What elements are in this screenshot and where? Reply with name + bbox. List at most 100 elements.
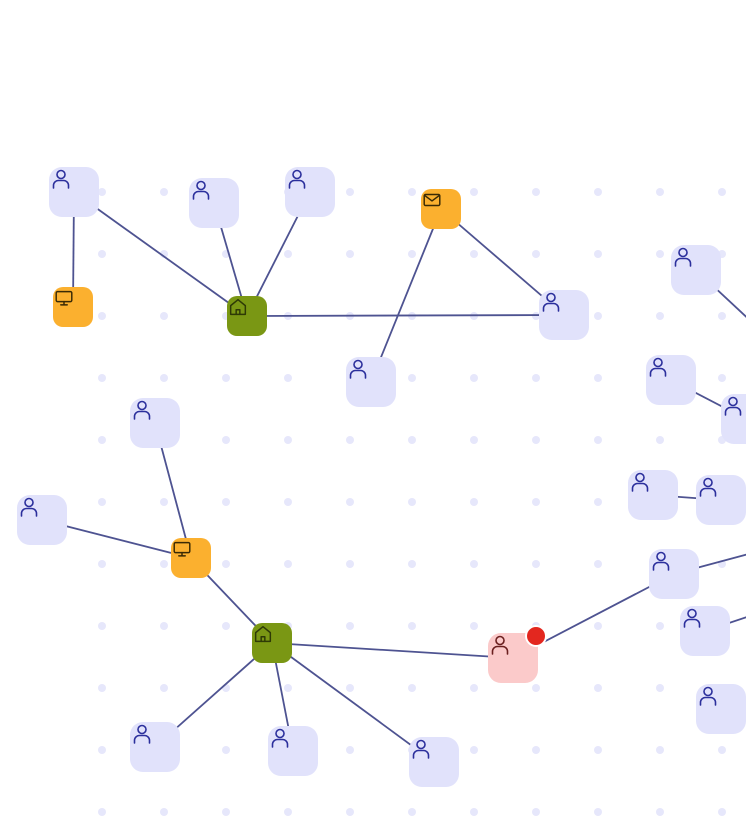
user-node-u7[interactable] bbox=[646, 355, 696, 405]
grid-dot bbox=[160, 684, 168, 692]
edge-h1-u5 bbox=[246, 314, 565, 317]
grid-dot bbox=[222, 374, 230, 382]
grid-dot bbox=[346, 436, 354, 444]
grid-dot bbox=[222, 560, 230, 568]
grid-dot bbox=[656, 684, 664, 692]
grid-dot bbox=[346, 498, 354, 506]
grid-dot bbox=[532, 312, 540, 320]
grid-dot bbox=[160, 374, 168, 382]
grid-dot bbox=[532, 684, 540, 692]
grid-dot bbox=[594, 498, 602, 506]
user-node-u1[interactable] bbox=[49, 167, 99, 217]
grid-dot bbox=[160, 312, 168, 320]
person-icon bbox=[674, 247, 692, 267]
person-icon bbox=[133, 400, 151, 420]
grid-dot bbox=[532, 808, 540, 816]
grid-dot bbox=[346, 560, 354, 568]
user-node-u4[interactable] bbox=[346, 357, 396, 407]
person-icon bbox=[631, 472, 649, 492]
grid-dot bbox=[284, 560, 292, 568]
grid-dot bbox=[594, 188, 602, 196]
grid-dot bbox=[98, 684, 106, 692]
grid-dot bbox=[284, 498, 292, 506]
grid-dot bbox=[594, 684, 602, 692]
user-node-u14[interactable] bbox=[130, 722, 180, 772]
grid-dot bbox=[98, 622, 106, 630]
user-node-u6[interactable] bbox=[671, 245, 721, 295]
grid-dot bbox=[718, 808, 726, 816]
grid-dot bbox=[408, 250, 416, 258]
grid-dot bbox=[98, 374, 106, 382]
user-node-u8[interactable] bbox=[721, 394, 746, 444]
grid-dot bbox=[98, 436, 106, 444]
grid-dot bbox=[594, 250, 602, 258]
grid-dot bbox=[222, 498, 230, 506]
grid-dot bbox=[532, 498, 540, 506]
grid-dot bbox=[98, 746, 106, 754]
user-node-u10[interactable] bbox=[696, 475, 746, 525]
home-hub-node-h1[interactable] bbox=[227, 296, 267, 336]
person-icon bbox=[649, 357, 667, 377]
grid-dot bbox=[470, 560, 478, 568]
grid-dot bbox=[98, 560, 106, 568]
user-node-u15[interactable] bbox=[268, 726, 318, 776]
person-icon bbox=[349, 359, 367, 379]
person-icon bbox=[288, 169, 306, 189]
user-node-u18[interactable] bbox=[696, 684, 746, 734]
person-icon bbox=[683, 608, 701, 628]
home-icon bbox=[229, 298, 247, 316]
home-icon bbox=[254, 625, 272, 643]
mail-icon bbox=[423, 193, 441, 207]
grid-dot bbox=[160, 560, 168, 568]
user-node-u16[interactable] bbox=[409, 737, 459, 787]
grid-dot bbox=[470, 374, 478, 382]
grid-dot bbox=[718, 312, 726, 320]
grid-dot bbox=[718, 746, 726, 754]
edge-u1-h1 bbox=[73, 191, 248, 317]
grid-dot bbox=[656, 312, 664, 320]
grid-dot bbox=[532, 250, 540, 258]
user-node-u13[interactable] bbox=[649, 549, 699, 599]
grid-dot bbox=[470, 622, 478, 630]
grid-dot bbox=[656, 808, 664, 816]
grid-dot bbox=[408, 436, 416, 444]
monitor-icon bbox=[173, 541, 191, 557]
user-node-u2[interactable] bbox=[189, 178, 239, 228]
grid-dot bbox=[160, 188, 168, 196]
computer-node-m2[interactable] bbox=[171, 538, 211, 578]
person-icon bbox=[20, 497, 38, 517]
grid-dot bbox=[470, 684, 478, 692]
user-node-u11[interactable] bbox=[130, 398, 180, 448]
user-node-u12[interactable] bbox=[17, 495, 67, 545]
grid-dot bbox=[656, 188, 664, 196]
grid-dot bbox=[284, 808, 292, 816]
user-node-u9[interactable] bbox=[628, 470, 678, 520]
grid-dot bbox=[470, 808, 478, 816]
home-hub-node-h2[interactable] bbox=[252, 623, 292, 663]
user-node-u3[interactable] bbox=[285, 167, 335, 217]
person-icon bbox=[724, 396, 742, 416]
user-node-u5[interactable] bbox=[539, 290, 589, 340]
grid-dot bbox=[656, 746, 664, 754]
grid-dot bbox=[408, 498, 416, 506]
grid-dot bbox=[98, 250, 106, 258]
person-icon bbox=[542, 292, 560, 312]
grid-dot bbox=[470, 498, 478, 506]
person-icon bbox=[699, 477, 717, 497]
grid-dot bbox=[594, 312, 602, 320]
computer-node-m1[interactable] bbox=[53, 287, 93, 327]
mail-node-e1[interactable] bbox=[421, 189, 461, 229]
grid-dot bbox=[594, 374, 602, 382]
grid-dot bbox=[346, 684, 354, 692]
grid-dot bbox=[532, 560, 540, 568]
person-icon bbox=[491, 635, 509, 655]
user-node-u17[interactable] bbox=[680, 606, 730, 656]
grid-dot bbox=[160, 808, 168, 816]
grid-dot bbox=[408, 622, 416, 630]
grid-dot bbox=[408, 374, 416, 382]
monitor-icon bbox=[55, 290, 73, 306]
person-icon bbox=[52, 169, 70, 189]
